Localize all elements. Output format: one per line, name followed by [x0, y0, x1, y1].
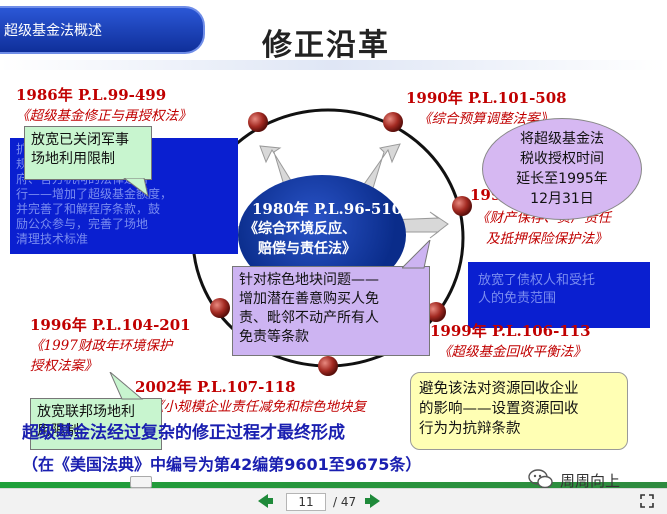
node-2002: [318, 356, 338, 376]
summary-line1: 超级基金法经过复杂的修正过程才最终形成: [22, 423, 345, 443]
callout-brownfield-pointer: [402, 240, 431, 269]
pager-bar: [0, 488, 667, 514]
law-2002: 《小规模企业责任减免和棕色地块复: [150, 399, 366, 415]
node-1992: [452, 196, 472, 216]
center-law-line1: 《综合环境反应、: [244, 221, 356, 237]
callout-federal-pointer: [109, 372, 144, 400]
page-number-input[interactable]: 11: [286, 493, 326, 511]
callout-federal: 放宽联邦场地利 用限制: [30, 398, 162, 450]
page-total: / 47: [333, 495, 357, 509]
year-1986: 1986年 P.L.99-499: [16, 86, 167, 104]
callout-brownfield: 针对棕色地块问题—— 增加潜在善意购买人免 责、毗邻不动产所有人 免责等条款: [232, 266, 430, 356]
next-page-icon[interactable]: [364, 494, 382, 508]
center-year: 1980年 P.L.96-510: [252, 200, 403, 218]
node-1986: [248, 112, 268, 132]
wechat-icon: [528, 469, 553, 489]
section-tab: 超级基金法概述: [0, 6, 205, 54]
law-1996-line2: 授权法案》: [30, 358, 98, 374]
callout-recycle: 避免该法对资源回收企业 的影响——设置资源回收 行为为抗辩条款: [410, 372, 628, 450]
footer-stripe: [0, 482, 667, 488]
law-1986: 《超级基金修正与再授权法》: [16, 108, 192, 124]
year-1990: 1990年 P.L.101-508: [406, 89, 567, 107]
node-1999: [426, 302, 446, 322]
fullscreen-icon[interactable]: [640, 494, 654, 508]
law-1999: 《超级基金回收平衡法》: [438, 344, 587, 360]
callout-tax: 将超级基金法 税收授权时间 延长至1995年 12月31日: [482, 118, 642, 220]
page-title: 修正沿革: [262, 28, 390, 63]
summary-line2: （在《美国法典》中编号为第42编第9601至9675条）: [22, 455, 422, 474]
law-1990: 《综合预算调整法案》: [418, 111, 553, 127]
watermark-text: 周周向上: [560, 472, 621, 490]
law-1992-line2: 及抵押保险保护法》: [486, 231, 608, 247]
node-1990: [383, 112, 403, 132]
law-1996-line1: 《1997财政年环境保护: [30, 338, 173, 354]
year-2002: 2002年 P.L.107-118: [135, 378, 296, 396]
blue-box-right: 放宽了债权人和受托 人的免责范围: [468, 262, 650, 328]
scroll-thumb[interactable]: [130, 476, 152, 488]
year-1996: 1996年 P.L.104-201: [30, 316, 191, 334]
slide: 超级基金法概述 修正沿革: [0, 6, 667, 474]
node-1996: [210, 298, 230, 318]
section-tab-label: 超级基金法概述: [4, 23, 102, 39]
callout-military-pointer: [123, 178, 149, 198]
prev-page-icon[interactable]: [256, 494, 274, 508]
center-law-line2: 赔偿与责任法》: [258, 241, 356, 257]
year-1999: 1999年 P.L.106-113: [430, 322, 591, 340]
header-divider: [0, 60, 667, 70]
callout-military: 放宽已关闭军事 场地利用限制: [24, 126, 152, 180]
